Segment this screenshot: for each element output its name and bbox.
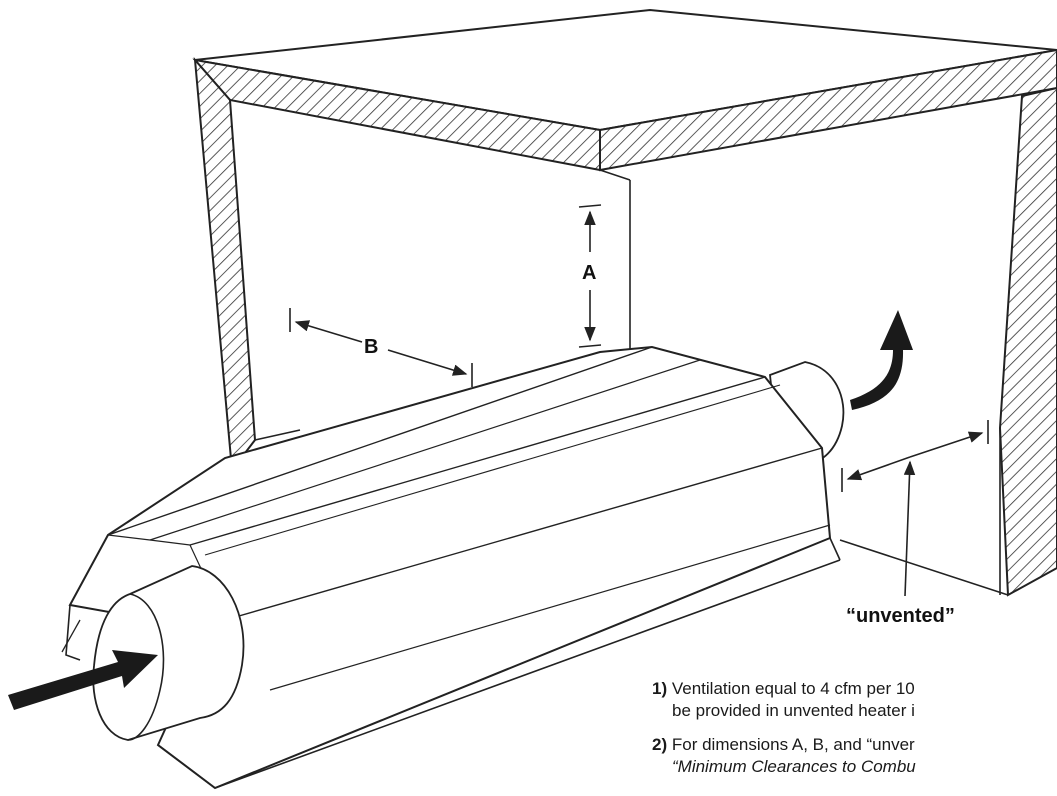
enclosure (192, 8, 1057, 597)
dimension-a-label: A (582, 262, 596, 284)
note-text-line: “Minimum Clearances to Combu (672, 757, 916, 776)
note-ventilation: 1) Ventilation equal to 4 cfm per 10 be … (652, 678, 1057, 722)
note-text-line: Ventilation equal to 4 cfm per 10 (671, 679, 915, 698)
note-number: 1) (652, 679, 668, 698)
dimension-a: A (578, 204, 602, 348)
note-number: 2) (652, 735, 668, 754)
exhaust-airflow-arrow-icon (850, 310, 913, 410)
note-text-line: For dimensions A, B, and “unver (671, 735, 915, 754)
wall-right (998, 86, 1057, 597)
wall-left (193, 57, 257, 473)
note-text-line: be provided in unvented heater i (672, 701, 915, 720)
dimension-unvented: “unvented” (841, 420, 989, 627)
dimension-b: B (289, 308, 473, 387)
heater-unit (61, 345, 845, 790)
note-clearances: 2) For dimensions A, B, and “unver “Mini… (652, 734, 1057, 778)
heater-inlet-tube (92, 565, 245, 741)
dimension-b-label: B (364, 336, 378, 358)
unvented-label: “unvented” (846, 605, 955, 627)
inlet-airflow-arrow-icon (8, 650, 158, 710)
ceiling-edge-right (599, 48, 1057, 172)
